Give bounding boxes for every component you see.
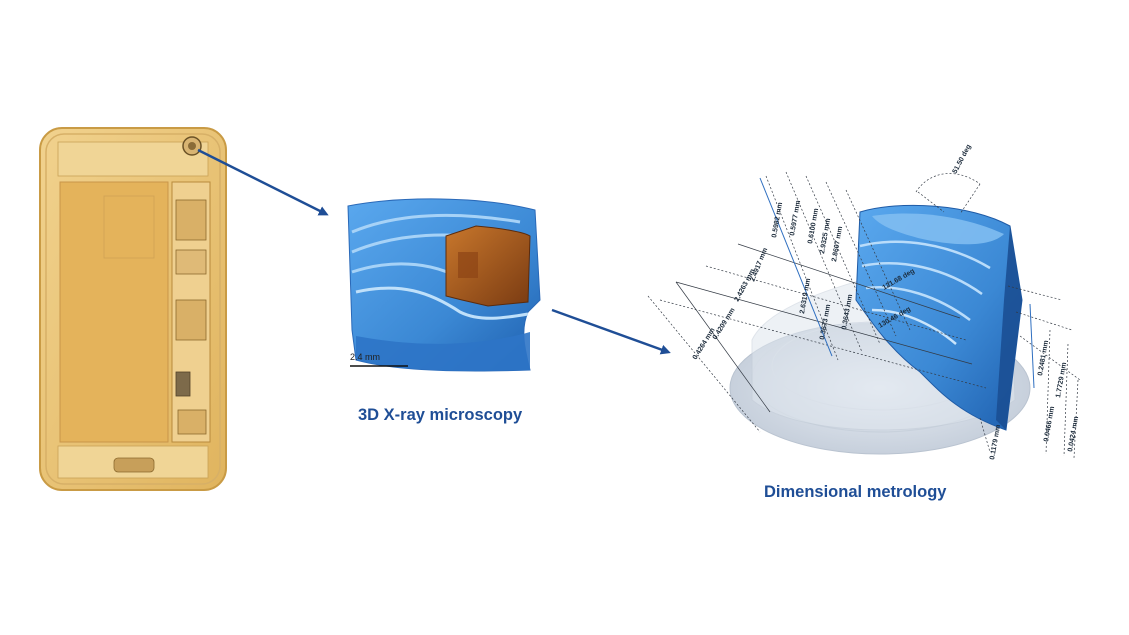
dim-line-9 [659,299,987,389]
caption-xray-microscopy: 3D X-ray microscopy [358,406,523,424]
dim-line-blue-2 [1029,303,1035,389]
xray-lens-cutaway-image [347,198,541,372]
metrology-lens-layer-4 [871,308,957,345]
dim-label-d5: 2.8607 mm [831,226,844,262]
phone-chip-4 [175,371,191,397]
cutaway-layer-4 [355,286,529,320]
dimension-lines [647,171,1081,459]
dim-line-2 [785,171,863,353]
cutaway-copper-detail [458,252,478,278]
dim-line-11 [675,281,771,413]
dim-line-18 [979,417,991,453]
metrology-front-face [996,226,1022,430]
dim-line-13 [1015,311,1073,331]
dim-line-6 [737,243,961,319]
angle-leg-top-1 [917,191,945,213]
phone-battery-label [103,195,155,259]
dim-label-d12: 0.4264 mm [692,327,717,361]
dim-line-17 [1073,379,1079,459]
dim-line-16 [1063,343,1069,457]
dim-line-15 [1045,329,1051,455]
dim-label-d10: 2.4263 mm [734,268,757,303]
dim-label-d16: 0.0466 mm [1043,406,1056,442]
metrology-top-ring [872,213,1004,245]
arrow-xray-to-metrology [551,308,671,355]
dim-line-blue-1 [759,177,833,357]
cutaway-front-face [356,332,530,371]
arrow-phone-to-xray [197,148,329,216]
caption-dimensional-metrology: Dimensional metrology [764,483,947,501]
phone-xray-image [39,127,227,491]
dim-line-1 [765,175,839,361]
cutaway-layer-1 [351,213,521,234]
phone-chip-5 [177,409,207,435]
phone-chip-1 [175,199,207,241]
metrology-lens-layer-1 [859,240,991,270]
dim-line-4 [825,181,897,337]
phone-camera-lens [188,142,196,150]
dim-label-d4: 2.9325 mm [819,218,832,254]
phone-battery [59,181,169,443]
metrology-lens-layer-2 [861,262,983,296]
dim-label-d13: 0.2481 mm [1037,340,1050,376]
phone-chip-3 [175,299,207,341]
phone-chip-2 [175,249,207,275]
metrology-lens-layer-3 [865,286,971,322]
dim-label-angle-top: 51.50 deg [952,143,973,174]
dim-line-7 [705,265,967,341]
dim-line-10 [647,295,761,433]
phone-inner-frame [45,133,221,485]
scale-bar-label: 2.4 mm [350,352,381,362]
dim-label-d17: 0.0424 mm [1067,416,1080,452]
dim-label-d3: 0.6100 mm [807,208,820,244]
dim-line-12 [1007,285,1063,301]
phone-connector [113,457,155,473]
angle-arc-top [915,173,981,193]
dim-label-d11: 0.4209 mm [712,307,737,341]
cutaway-copper-housing [445,225,531,307]
dim-line-8 [675,281,973,365]
dim-line-14 [1019,335,1081,381]
dim-line-3 [805,175,881,345]
dim-line-5 [845,189,911,331]
metrology-lens-image [729,204,1031,455]
dim-label-d2: 0.5977 mm [789,200,802,236]
